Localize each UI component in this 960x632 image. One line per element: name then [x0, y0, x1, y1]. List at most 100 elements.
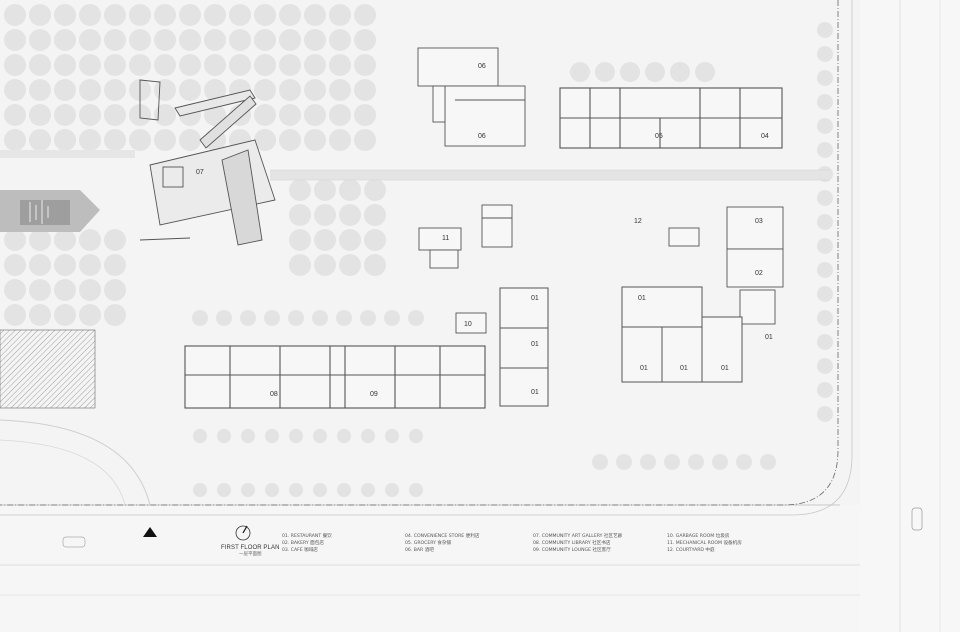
- tree-canopy: [4, 304, 26, 326]
- tree-canopy: [265, 483, 279, 497]
- legend-item: 01. RESTAURANT 餐饮: [282, 534, 332, 539]
- plan-subtitle: 一层平面图: [239, 551, 262, 556]
- tree-canopy: [254, 54, 276, 76]
- tree-canopy: [54, 79, 76, 101]
- tree-canopy: [817, 238, 833, 254]
- tree-canopy: [54, 229, 76, 251]
- gallery-sign-stripes: [29, 200, 49, 224]
- tree-canopy: [54, 254, 76, 276]
- tree-canopy: [314, 229, 336, 251]
- tree-canopy: [179, 129, 201, 151]
- tree-canopy: [104, 254, 126, 276]
- tree-canopy: [314, 254, 336, 276]
- tree-canopy: [54, 29, 76, 51]
- bar-building: [417, 47, 526, 147]
- tree-canopy: [384, 310, 400, 326]
- tree-canopy: [79, 279, 101, 301]
- room-label: 03: [755, 218, 763, 225]
- curved-road-left-2: [0, 439, 126, 506]
- curb-line: [0, 0, 853, 516]
- room-label: 06: [478, 133, 486, 140]
- tree-canopy: [616, 454, 632, 470]
- tree-canopy: [29, 279, 51, 301]
- room-label: 01: [531, 389, 539, 396]
- tree-canopy: [154, 4, 176, 26]
- tree-canopy: [204, 104, 226, 126]
- tree-canopy: [313, 429, 327, 443]
- tree-canopy: [265, 429, 279, 443]
- tree-canopy: [360, 310, 376, 326]
- stair-core: [481, 204, 513, 248]
- tree-canopy: [595, 62, 615, 82]
- tree-canopy: [79, 54, 101, 76]
- tree-canopy: [229, 54, 251, 76]
- tree-canopy: [592, 454, 608, 470]
- tree-canopy: [79, 129, 101, 151]
- tree-canopy: [154, 29, 176, 51]
- tree-canopy: [640, 454, 656, 470]
- tree-canopy: [645, 62, 665, 82]
- tree-canopy: [54, 279, 76, 301]
- legend-item: 06. BAR 酒吧: [405, 548, 434, 553]
- tree-canopy: [304, 129, 326, 151]
- tree-canopy: [304, 79, 326, 101]
- tree-canopy: [289, 483, 303, 497]
- tree-canopy: [329, 79, 351, 101]
- plan-title-block: FIRST FLOOR PLAN 一层平面图: [221, 545, 280, 557]
- tree-canopy: [29, 229, 51, 251]
- room-label: 01: [765, 334, 773, 341]
- tree-canopy: [29, 304, 51, 326]
- tree-canopy: [817, 358, 833, 374]
- tree-canopy: [54, 4, 76, 26]
- tree-canopy: [79, 229, 101, 251]
- legend-item: 12. COURTYARD 中庭: [667, 548, 715, 553]
- tree-canopy: [329, 29, 351, 51]
- tree-canopy: [304, 29, 326, 51]
- legend-column-3: 07. COMMUNITY ART GALLERY 社区艺廊 08. COMMU…: [533, 533, 622, 554]
- site-boundary: [0, 0, 839, 506]
- tree-canopy: [204, 79, 226, 101]
- tree-canopy-group: [4, 4, 833, 497]
- tree-canopy: [154, 129, 176, 151]
- tree-canopy: [339, 204, 361, 226]
- room-label: 05: [655, 133, 663, 140]
- hatched-building: [0, 329, 96, 409]
- tree-canopy: [4, 79, 26, 101]
- room-label: 10: [464, 321, 472, 328]
- tree-canopy: [817, 94, 833, 110]
- library-lounge-building: [184, 345, 486, 409]
- tree-canopy: [289, 229, 311, 251]
- tree-canopy: [154, 54, 176, 76]
- tree-canopy: [4, 54, 26, 76]
- right-street: [860, 0, 960, 632]
- tree-canopy: [79, 254, 101, 276]
- tree-canopy: [129, 129, 151, 151]
- tree-canopy: [354, 54, 376, 76]
- room-label: 01: [531, 295, 539, 302]
- courtyard-kiosk: [668, 227, 700, 247]
- tree-canopy: [364, 229, 386, 251]
- tree-canopy: [289, 204, 311, 226]
- tree-canopy: [104, 229, 126, 251]
- tree-canopy: [339, 229, 361, 251]
- tree-canopy: [712, 454, 728, 470]
- tree-canopy: [241, 429, 255, 443]
- central-walkway: [270, 170, 830, 180]
- tree-canopy: [4, 279, 26, 301]
- tree-canopy: [129, 29, 151, 51]
- car-icon: [911, 507, 923, 531]
- tree-canopy: [241, 483, 255, 497]
- legend-item: 04. CONVENIENCE STORE 便利店: [405, 534, 480, 539]
- tree-canopy: [361, 429, 375, 443]
- restaurant-cluster: [621, 286, 743, 383]
- tree-canopy: [4, 104, 26, 126]
- east-west-path: [0, 150, 135, 158]
- tree-canopy: [254, 129, 276, 151]
- room-label: 11: [442, 235, 449, 242]
- tree-canopy: [620, 62, 640, 82]
- legend-item: 03. CAFE 咖啡店: [282, 548, 318, 553]
- tree-canopy: [817, 406, 833, 422]
- legend-item: 02. BAKERY 面包店: [282, 541, 324, 546]
- tree-canopy: [760, 454, 776, 470]
- tree-canopy: [217, 483, 231, 497]
